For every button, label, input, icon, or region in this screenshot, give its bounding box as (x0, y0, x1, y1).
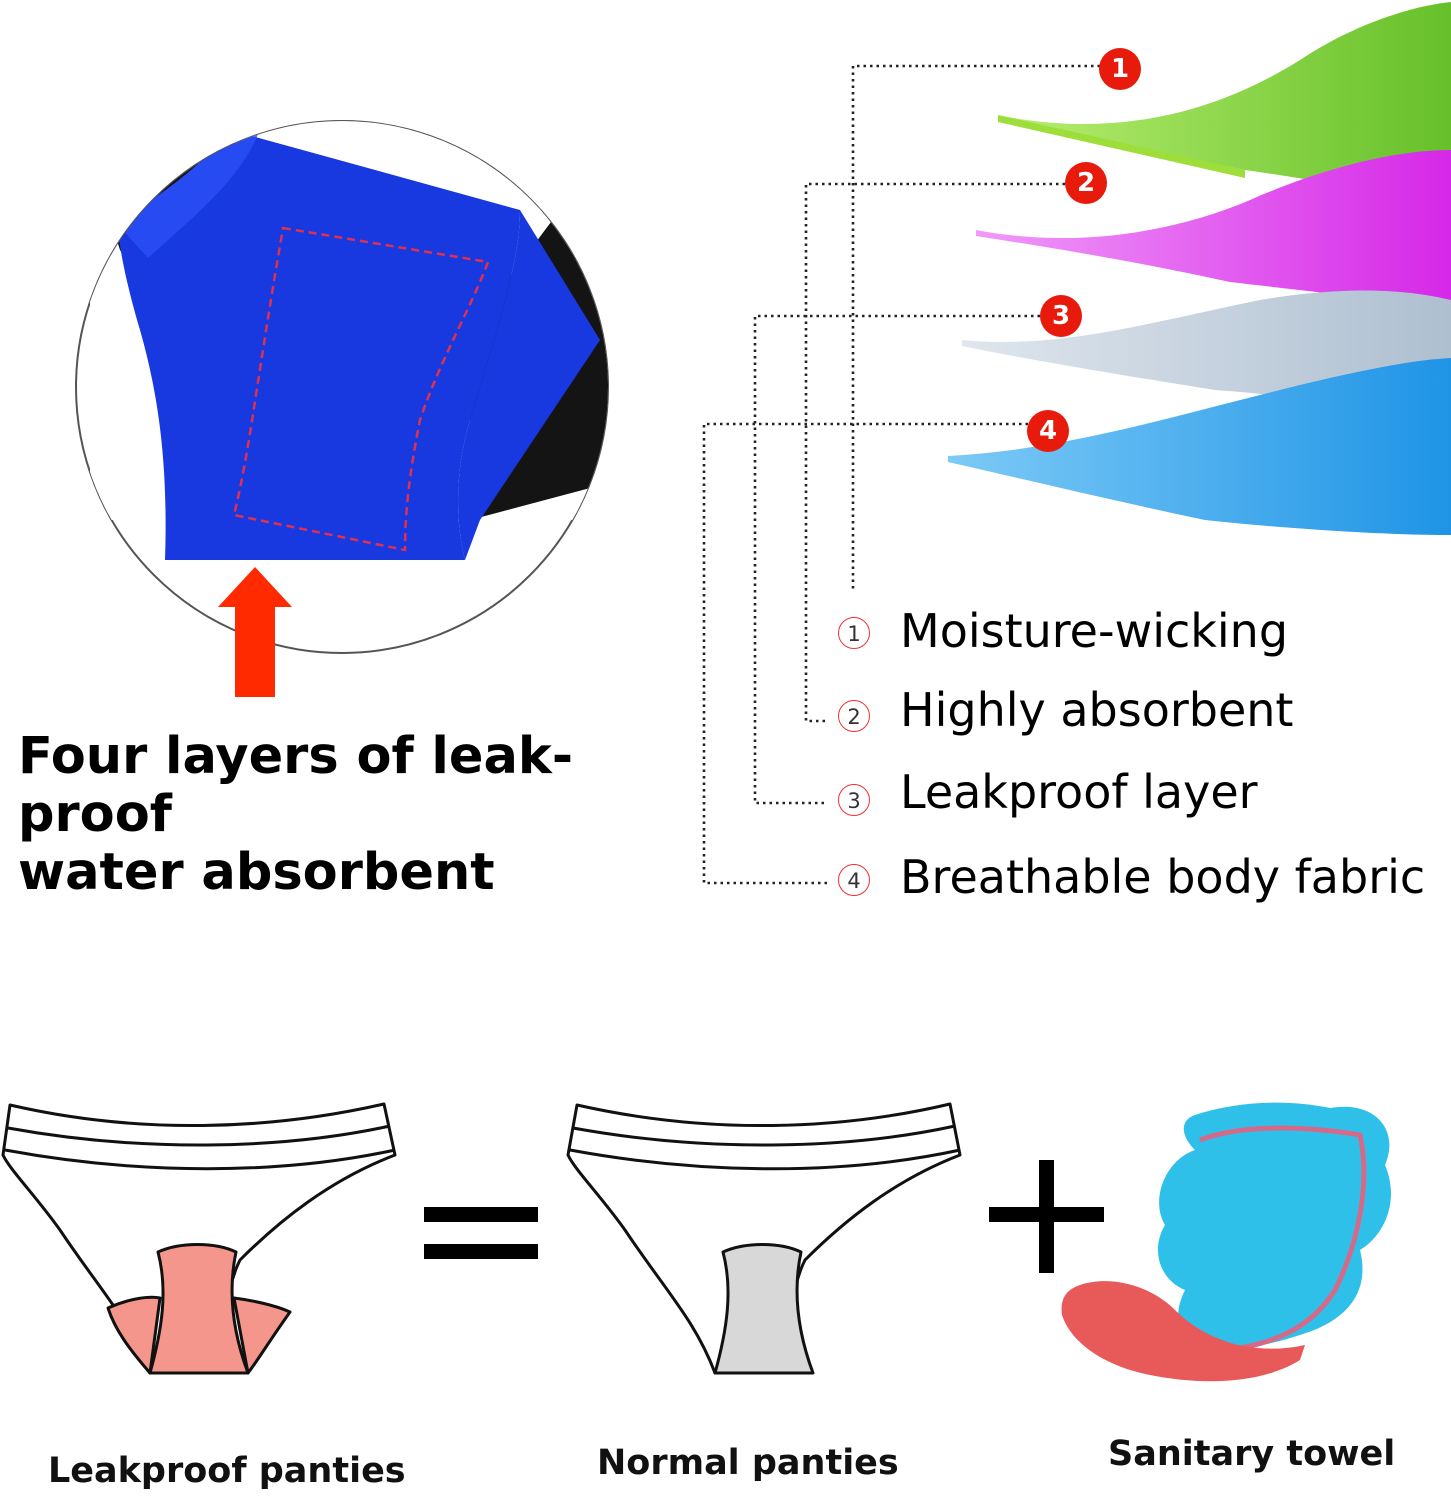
moisture-wicking-layer-icon (998, 2, 1451, 210)
layer-badge-1: 1 (1099, 48, 1141, 90)
up-arrow-icon (218, 567, 292, 697)
legend-number-4: 4 (838, 864, 870, 896)
legend-label-leakproof-layer: Leakproof layer (900, 765, 1258, 819)
headline-line-1: Four layers of leak-proof (18, 727, 573, 844)
fabric-layer-icon (948, 358, 1451, 535)
headline: Four layers of leak-proof water absorben… (18, 728, 718, 902)
legend-label-highly-absorbent: Highly absorbent (900, 683, 1294, 737)
legend-label-moisture-wicking: Moisture-wicking (900, 604, 1289, 658)
caption-leakproof-panties: Leakproof panties (48, 1451, 406, 1491)
absorbent-layer-icon (976, 150, 1451, 305)
equals-icon (424, 1207, 538, 1259)
leakproof-panties-illustration (1, 1102, 397, 1375)
legend-number-3: 3 (838, 784, 870, 816)
sanitary-towel-illustration (1061, 1102, 1391, 1382)
headline-line-2: water absorbent (18, 843, 495, 902)
zoom-circle (75, 120, 609, 697)
leader-lines (702, 64, 1100, 885)
legend-label-breathable-body-fabric: Breathable body fabric (900, 850, 1426, 904)
layer-badge-3: 3 (1040, 295, 1082, 337)
layer-badge-2: 2 (1065, 162, 1107, 204)
layer-badge-4: 4 (1027, 410, 1069, 452)
caption-sanitary-towel: Sanitary towel (1108, 1434, 1396, 1474)
legend-number-1: 1 (838, 617, 870, 649)
caption-normal-panties: Normal panties (597, 1443, 899, 1483)
layer-stack (948, 2, 1451, 535)
plus-icon (989, 1160, 1104, 1273)
legend-number-2: 2 (838, 700, 870, 732)
normal-panties-illustration (566, 1102, 962, 1375)
